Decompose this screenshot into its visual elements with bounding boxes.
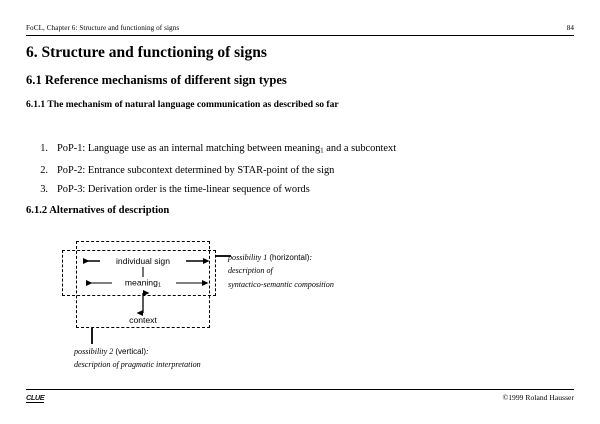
subsection-heading-611: 6.1.1 The mechanism of natural language … (26, 99, 339, 110)
diagram-node-individual-sign: individual sign (116, 256, 170, 266)
annotation-possibility-2: possibility 2 (vertical): description of… (74, 345, 201, 372)
footer-rule (26, 389, 574, 390)
section-heading: 6.1 Reference mechanisms of different si… (26, 73, 287, 87)
subscript: 1 (320, 146, 324, 155)
list-item-number: 3. (40, 183, 48, 195)
diagram-node-meaning: meaning1 (124, 277, 162, 289)
list-item: 1. PoP-1: Language use as an internal ma… (26, 139, 546, 161)
annotation-2-line-1: possibility 2 (vertical): (74, 347, 149, 356)
annotation-possibility-1: possibility 1 (horizontal): description … (228, 251, 334, 291)
annotation-1-line-3: syntactico-semantic composition (228, 279, 334, 289)
clue-logo: CLUE (26, 393, 45, 403)
list-item-text: PoP-1: Language use as an internal match… (57, 143, 397, 155)
running-head: FoCL, Chapter 6: Structure and functioni… (26, 24, 574, 32)
list-item-number: 1. (40, 143, 48, 154)
page-number: 84 (566, 24, 574, 32)
header-rule (26, 35, 574, 36)
annotation-1-line-2: description of (228, 266, 273, 276)
subsection-heading-612: 6.1.2 Alternatives of description (26, 205, 170, 216)
running-head-title: FoCL, Chapter 6: Structure and functioni… (26, 24, 180, 32)
page-footer: CLUE ©1999 Roland Hausser (26, 393, 574, 403)
chapter-heading: 6. Structure and functioning of signs (26, 44, 267, 61)
vertical-grouping-box (76, 241, 210, 328)
list-item-number: 2. (40, 164, 48, 176)
annotation-1-line-1: possibility 1 (horizontal): (228, 253, 313, 262)
subscript: 1 (157, 282, 162, 289)
list-item: 2. PoP-2: Entrance subcontext determined… (26, 161, 546, 180)
annotation-2-line-2: description of pragmatic interpretation (74, 360, 201, 370)
list-item-text: PoP-3: Derivation order is the time-line… (57, 183, 310, 195)
copyright-notice: ©1999 Roland Hausser (502, 393, 574, 402)
list-item-text: PoP-2: Entrance subcontext determined by… (57, 164, 335, 176)
list-item: 3. PoP-3: Derivation order is the time-l… (26, 180, 546, 199)
diagram-node-context: context (129, 315, 157, 325)
pop-list: 1. PoP-1: Language use as an internal ma… (26, 139, 546, 199)
